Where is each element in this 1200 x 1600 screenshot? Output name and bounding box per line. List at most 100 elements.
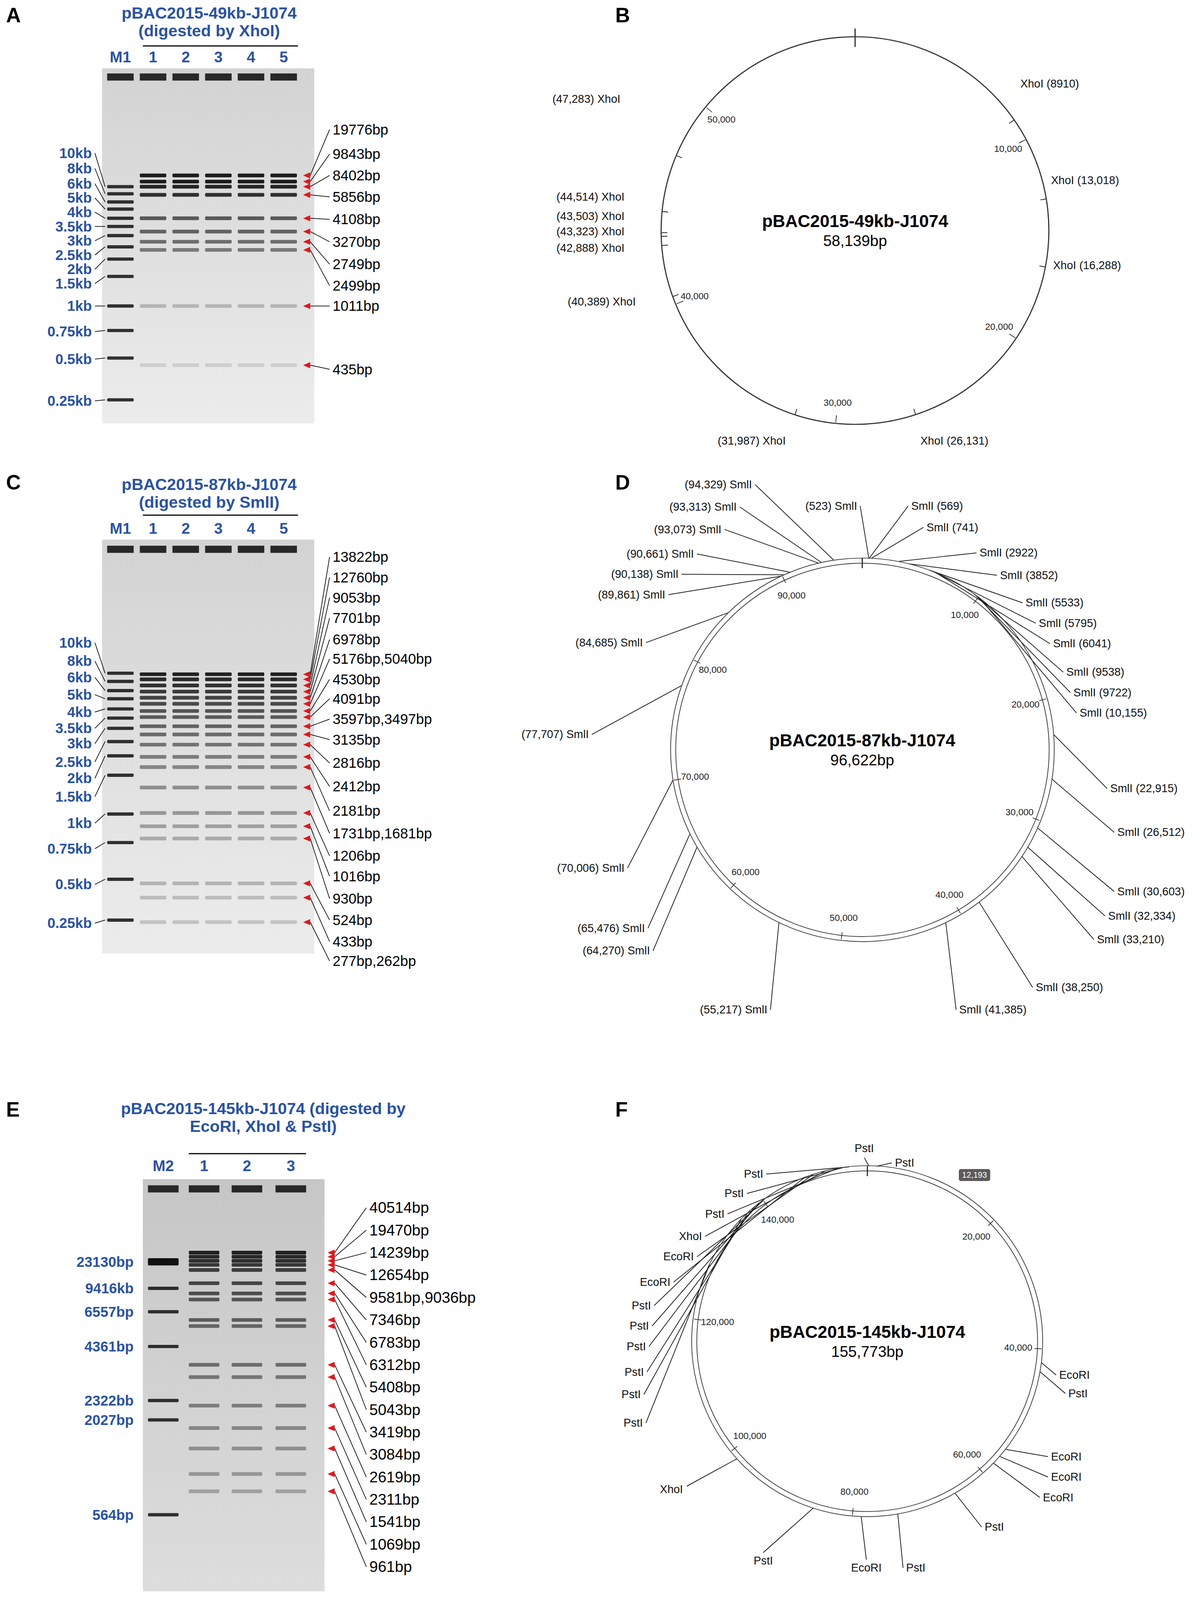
- ladder-band: [106, 257, 134, 261]
- band-arrow: [303, 215, 311, 222]
- lane-number: 5: [279, 48, 289, 66]
- sample-band: [205, 304, 232, 309]
- leader-line: [94, 330, 106, 332]
- coordinate-tick-label: 50,000: [707, 114, 736, 125]
- leader-line: [661, 232, 668, 234]
- enzyme-site-name: SmlI: [671, 547, 694, 561]
- size-marker-label: 6kb: [67, 669, 93, 686]
- sample-band: [270, 179, 297, 184]
- leader-line: [310, 365, 330, 370]
- sample-band: [188, 1268, 220, 1273]
- lane-number: 4: [246, 520, 256, 538]
- sample-band: [205, 216, 232, 221]
- sample-band: [237, 216, 265, 221]
- sample-band: [231, 1426, 263, 1431]
- leader-line: [876, 1163, 892, 1167]
- sample-band: [188, 1318, 220, 1323]
- enzyme-site-position: (9722): [1099, 686, 1132, 700]
- size-marker-label: 2322bb: [84, 1393, 134, 1409]
- leader-line: [94, 814, 106, 824]
- enzyme-site-position: (41,385): [984, 1003, 1027, 1017]
- lane-number: 2: [242, 1157, 252, 1175]
- sample-band: [237, 179, 265, 184]
- sample-band: [172, 702, 200, 707]
- sample-band: [270, 811, 297, 816]
- coordinate-tick-label: 30,000: [1005, 807, 1034, 818]
- sample-band: [139, 824, 167, 829]
- sample-band: [139, 837, 167, 841]
- band-arrow: [327, 1425, 335, 1432]
- size-marker-label: 3.5kb: [55, 218, 92, 235]
- size-marker-label: 1kb: [67, 298, 93, 314]
- sample-band: [172, 229, 200, 234]
- leader-line: [310, 659, 330, 705]
- size-marker-label: 0.75kb: [47, 841, 93, 857]
- sample-band: [172, 193, 200, 197]
- size-marker-label: 5kb: [67, 189, 93, 206]
- sample-band: [172, 690, 200, 694]
- band-arrow: [327, 1290, 335, 1298]
- sample-band: [231, 1375, 263, 1380]
- leader-line: [766, 1167, 850, 1175]
- size-marker-label: 2kb: [67, 770, 93, 787]
- gel-background: [101, 539, 315, 954]
- ladder-band: [106, 275, 134, 279]
- leader-line: [334, 1265, 367, 1276]
- sample-band: [205, 709, 232, 714]
- coordinate-tick-label: 100,000: [733, 1431, 767, 1442]
- band-size-label: 1206bp: [332, 848, 381, 864]
- coordinate-tick-label: 30,000: [823, 398, 852, 408]
- leader-line: [310, 241, 330, 265]
- sample-band: [237, 824, 265, 829]
- sample-band: [172, 811, 200, 816]
- leader-line: [835, 415, 837, 423]
- gel-well: [270, 545, 297, 553]
- enzyme-site-name: SmlI: [1052, 637, 1076, 650]
- enzyme-site-name: SmlI: [834, 500, 857, 513]
- enzyme-site-name: SmlI: [1025, 596, 1048, 610]
- sample-band: [172, 732, 200, 737]
- sample-band: [172, 715, 200, 720]
- sample-band: [139, 229, 167, 234]
- enzyme-site-name: SmlI: [911, 500, 934, 513]
- gel-well: [106, 73, 134, 81]
- coordinate-tick-label: 80,000: [698, 665, 727, 676]
- enzyme-site-name: XhoI: [659, 1483, 684, 1497]
- size-marker-label: 3.5kb: [55, 720, 92, 737]
- enzyme-site-position: (523): [805, 500, 832, 513]
- leader-line: [334, 1365, 367, 1433]
- sample-band: [139, 920, 167, 925]
- sample-band: [139, 715, 167, 720]
- enzyme-site-name: PstI: [744, 1168, 764, 1181]
- sample-band: [172, 683, 200, 688]
- size-marker-label: 2kb: [67, 261, 93, 278]
- leader-line: [310, 249, 330, 286]
- band-size-label: 7346bp: [369, 1311, 421, 1329]
- enzyme-site-name: SmlI: [1000, 569, 1023, 582]
- enzyme-site-position: (93,313): [669, 500, 712, 514]
- sample-band: [270, 690, 297, 694]
- band-size-label: 3135bp: [332, 732, 381, 748]
- band-size-label: 2619bp: [369, 1469, 421, 1487]
- leader-line: [94, 728, 106, 744]
- leader-line: [852, 1508, 853, 1516]
- leader-line: [1027, 847, 1106, 917]
- enzyme-site-name: SmlI: [979, 546, 1002, 560]
- leader-line: [310, 787, 330, 834]
- sample-band: [139, 216, 167, 221]
- sample-band: [237, 724, 265, 729]
- leader-line: [755, 484, 834, 561]
- size-marker-label: 1.5kb: [55, 275, 92, 292]
- size-marker-label: 1kb: [67, 815, 93, 832]
- ladder-band: [147, 1258, 179, 1266]
- sample-band: [205, 920, 232, 925]
- leader-line: [94, 168, 106, 195]
- sample-band: [139, 173, 167, 178]
- leader-line: [94, 842, 106, 850]
- sample-band: [270, 193, 297, 197]
- sample-band: [275, 1298, 306, 1302]
- enzyme-site-position: (8910): [1046, 77, 1080, 91]
- leader-line: [94, 197, 106, 209]
- sample-band: [139, 896, 167, 900]
- leader-line: [1005, 1449, 1048, 1458]
